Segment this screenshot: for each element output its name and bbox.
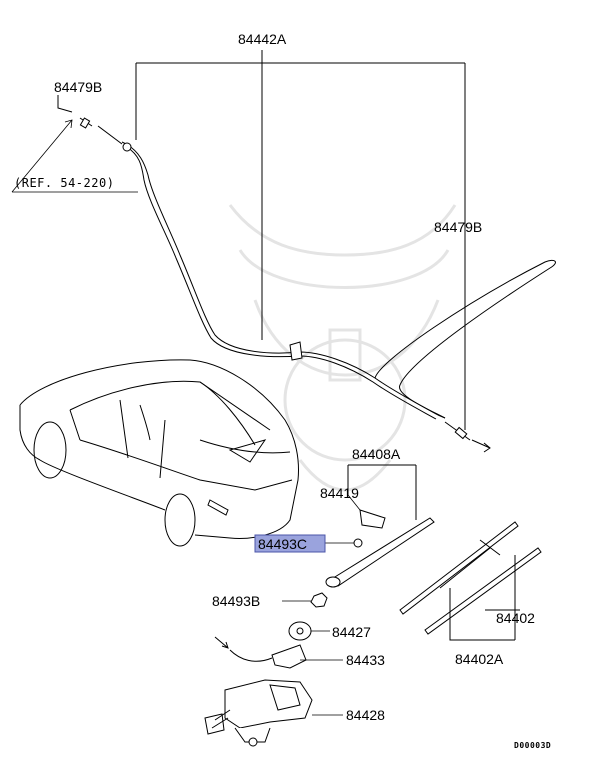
label-84433[interactable]: 84433 — [346, 652, 385, 668]
watermark-emblem — [228, 204, 457, 492]
label-reference[interactable]: (REF. 54-220) — [14, 176, 114, 190]
label-84408A[interactable]: 84408A — [352, 446, 401, 462]
wiper-arm-assembly — [325, 464, 542, 641]
label-84493C[interactable]: 84493C — [258, 536, 307, 552]
label-84427[interactable]: 84427 — [332, 624, 371, 640]
label-84402A[interactable]: 84402A — [455, 651, 504, 667]
label-84493B[interactable]: 84493B — [212, 593, 260, 609]
leader-lines — [282, 494, 361, 716]
label-84419[interactable]: 84419 — [320, 485, 359, 501]
label-84402[interactable]: 84402 — [496, 610, 535, 626]
motor-assembly — [204, 592, 328, 747]
label-84442A[interactable]: 84442A — [238, 31, 287, 47]
washer-hose-assembly — [11, 50, 556, 453]
highlight-box — [254, 534, 326, 553]
label-84479B-right[interactable]: 84479B — [434, 219, 482, 235]
label-84479B-left[interactable]: 84479B — [54, 79, 102, 95]
car-outline — [19, 359, 299, 547]
diagram-code: D00003D — [514, 741, 551, 750]
label-84428[interactable]: 84428 — [346, 707, 385, 723]
